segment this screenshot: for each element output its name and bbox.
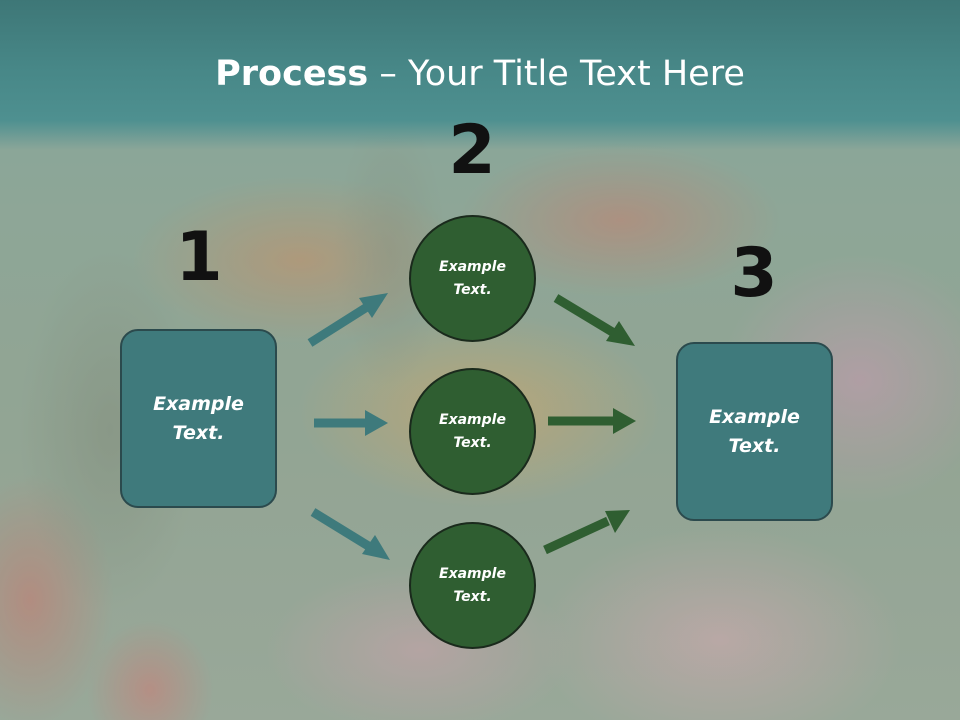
title-bold: Process <box>215 54 369 94</box>
step-3-box: Example Text. <box>676 342 833 521</box>
slide-title: Process – Your Title Text Here <box>0 52 960 96</box>
arrow-1-to-middle <box>314 410 388 436</box>
step-number-1: 1 <box>175 218 223 297</box>
step-3-text: Example Text. <box>709 405 800 457</box>
step-1-text: Example Text. <box>153 392 244 444</box>
arrow-top-to-3 <box>553 294 635 346</box>
arrow-bottom-to-3 <box>543 510 630 555</box>
step-2-circle-bottom: Example Text. <box>409 522 536 649</box>
step-2-circle-bottom-text: Example Text. <box>439 565 506 605</box>
step-2-circle-top: Example Text. <box>409 215 536 342</box>
title-rest: – Your Title Text Here <box>368 54 745 94</box>
arrow-1-to-bottom <box>310 508 390 560</box>
step-number-3: 3 <box>730 234 778 313</box>
title-band <box>0 0 960 150</box>
step-number-2: 2 <box>448 111 496 190</box>
step-2-circle-middle: Example Text. <box>409 368 536 495</box>
step-2-circle-middle-text: Example Text. <box>439 411 506 451</box>
arrow-1-to-top <box>307 293 388 347</box>
step-1-box: Example Text. <box>120 329 277 508</box>
arrow-middle-to-3 <box>548 408 636 434</box>
step-2-circle-top-text: Example Text. <box>439 258 506 298</box>
